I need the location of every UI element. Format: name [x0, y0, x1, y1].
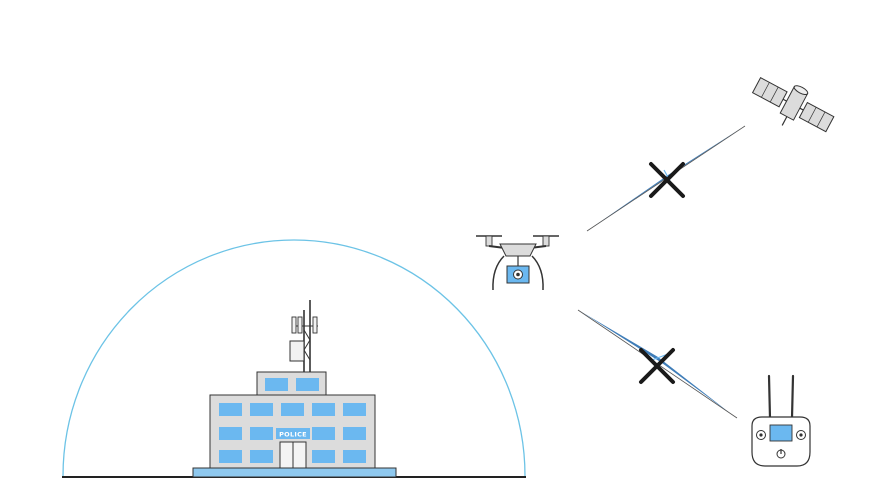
police-sign-text: POLICE: [279, 431, 307, 439]
blocked-x-icon: [649, 162, 685, 198]
remote-controller-icon: [751, 374, 811, 467]
jamming-dome: [62, 239, 526, 477]
antenna-tower-icon: [289, 300, 318, 372]
blocked-x-icon: [639, 348, 675, 384]
police-station-icon: [192, 371, 397, 478]
satellite-icon: [751, 77, 835, 133]
camera-drone-icon: [476, 235, 559, 291]
